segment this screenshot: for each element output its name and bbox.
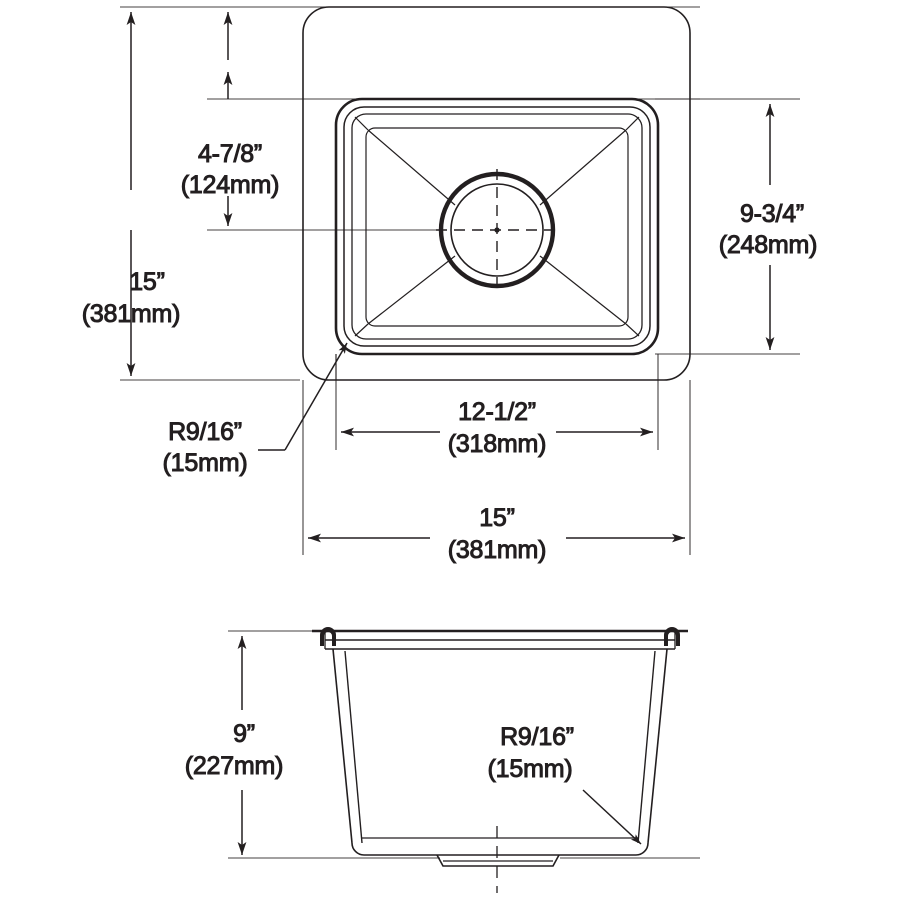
dim-bowl-width-metric: (318mm) xyxy=(448,430,547,458)
dim-overall-depth-imperial: 15” xyxy=(129,268,165,296)
mounting-clip-right-icon xyxy=(664,627,680,646)
sink-bowl-side xyxy=(312,629,688,867)
side-view-extension-lines xyxy=(228,630,700,859)
mounting-clip-left-icon xyxy=(320,627,336,646)
drain-center-point xyxy=(494,227,500,233)
top-view-extension-lines xyxy=(120,6,800,555)
dim-bowl-height-metric: (248mm) xyxy=(719,231,818,259)
leader-corner-radius-top xyxy=(258,342,348,451)
dim-bowl-depth-metric: (227mm) xyxy=(185,752,284,780)
dim-rim-to-bowl-metric: (124mm) xyxy=(181,171,280,199)
dim-bowl-height-imperial: 9-3/4” xyxy=(740,200,804,228)
note-corner-radius-top-metric: (15mm) xyxy=(163,449,248,477)
dim-overall-depth-metric: (381mm) xyxy=(82,300,181,328)
note-corner-radius-side-imperial: R9/16” xyxy=(500,723,574,751)
dim-overall-width-imperial: 15” xyxy=(479,504,515,532)
dim-overall-width-metric: (381mm) xyxy=(448,536,547,564)
dim-rim-to-bowl-imperial: 4-7/8” xyxy=(198,140,262,168)
note-corner-radius-side-metric: (15mm) xyxy=(488,755,573,783)
leader-corner-radius-side xyxy=(582,789,642,845)
dim-bowl-width-imperial: 12-1/2” xyxy=(458,398,536,426)
note-corner-radius-top-imperial: R9/16” xyxy=(168,418,242,446)
dim-bowl-depth-imperial: 9” xyxy=(233,720,255,748)
